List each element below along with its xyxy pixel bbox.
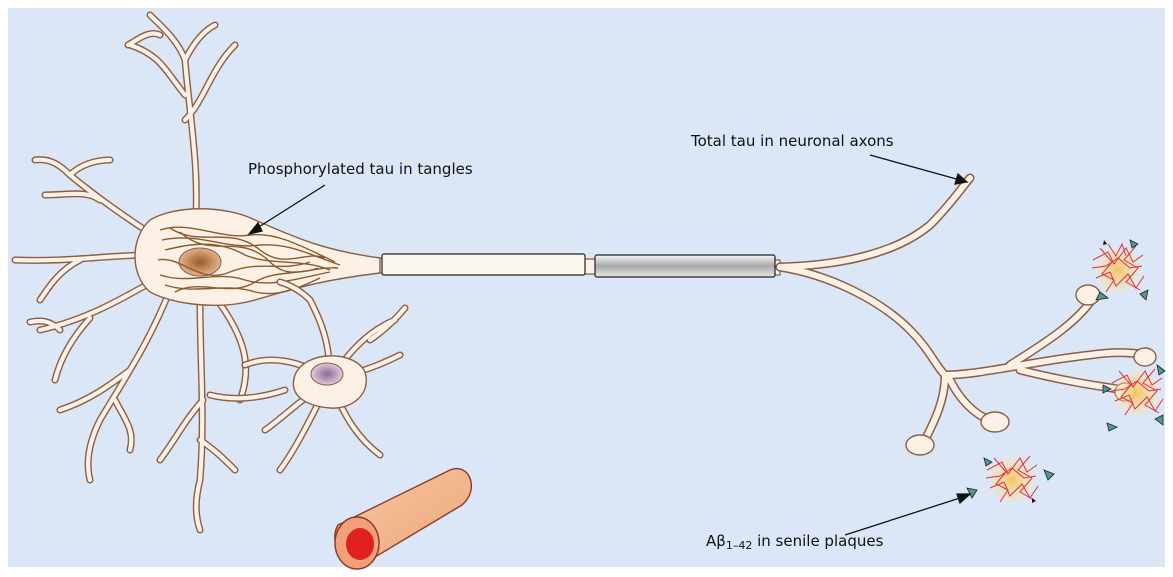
terminal-bouton (1076, 285, 1100, 305)
label-plaques: Aβ1–42 in senile plaques (706, 532, 883, 552)
myelin-sheath-dark (595, 255, 775, 277)
terminal-bouton (981, 412, 1009, 432)
vessel-lumen (346, 528, 374, 560)
terminal-bouton (1134, 348, 1156, 366)
label-axon-tau: Total tau in neuronal axons (691, 132, 894, 150)
neuron-nucleus (179, 248, 221, 276)
myelin-sheath-light (382, 254, 585, 275)
glia-nucleus (311, 363, 343, 385)
terminal-bouton (906, 435, 934, 455)
label-tangles: Phosphorylated tau in tangles (248, 160, 473, 178)
